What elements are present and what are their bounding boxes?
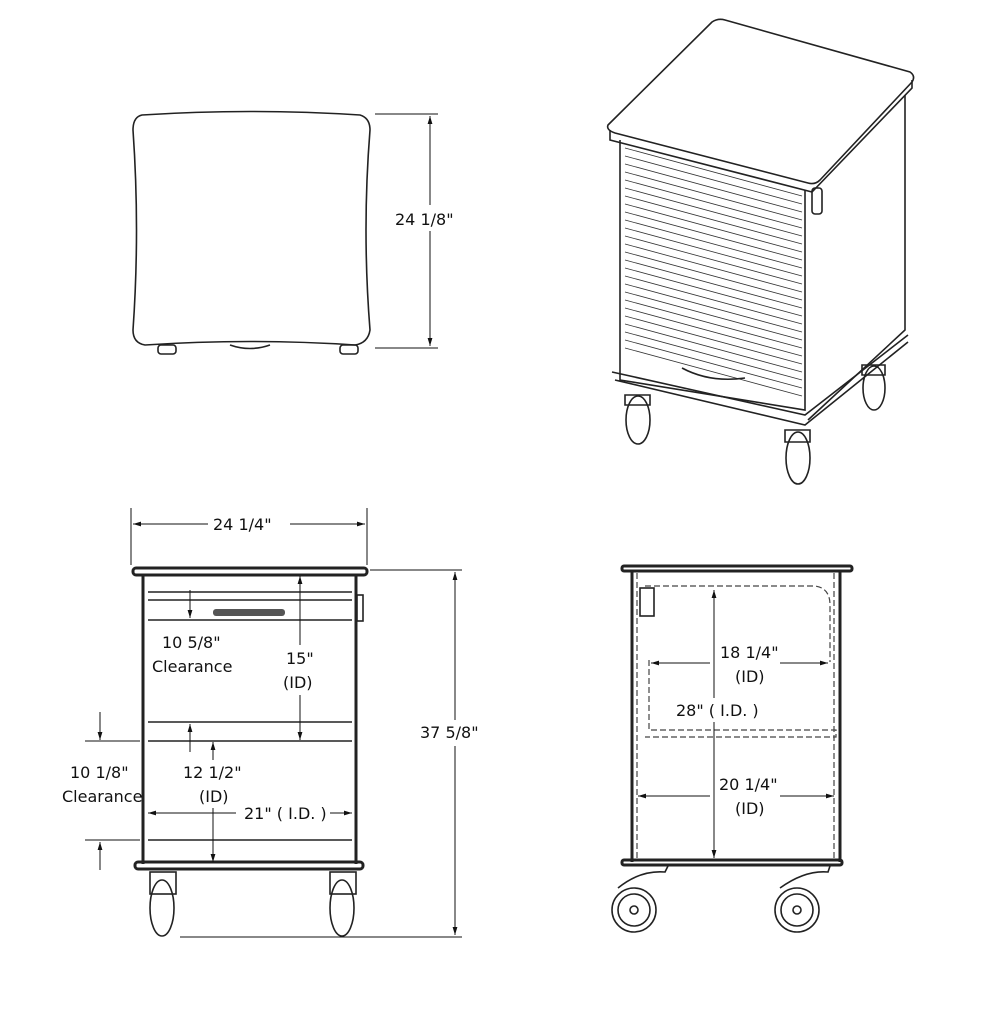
- latch: [356, 594, 364, 622]
- top-view: 24 1/8": [132, 110, 470, 355]
- casters: [624, 364, 886, 485]
- side-view: 18 1/4" (ID) 28" ( I.D. ) 20 1/4" (ID): [611, 564, 854, 933]
- inner-width-dimension: 21" ( I.D. ): [244, 804, 327, 823]
- upper-id-dimension: 15": [286, 649, 314, 668]
- lower-width-label: (ID): [735, 799, 765, 818]
- door-handle: [213, 609, 285, 616]
- upper-id-label: (ID): [283, 673, 313, 692]
- isometric-view: [606, 18, 915, 485]
- front-casters: [149, 871, 357, 937]
- lower-width-dimension: 20 1/4": [719, 775, 778, 794]
- depth-dimension: 24 1/8": [395, 210, 454, 229]
- front-view: 24 1/4" 15" (ID) 10 5/8" Clearance 12 1/…: [62, 508, 495, 938]
- lower-clearance-dimension: 10 1/8": [70, 763, 129, 782]
- door-handle: [681, 367, 746, 381]
- upper-width-dimension: 18 1/4": [720, 643, 779, 662]
- latch: [811, 187, 823, 215]
- upper-clearance-label: Clearance: [152, 657, 232, 676]
- lower-id-dimension: 12 1/2": [183, 763, 242, 782]
- upper-width-label: (ID): [735, 667, 765, 686]
- overall-height-dimension: 37 5/8": [420, 723, 479, 742]
- upper-clearance-dimension: 10 5/8": [162, 633, 221, 652]
- inner-height-dimension: 28" ( I.D. ): [676, 701, 759, 720]
- tambour-door-slats: [624, 147, 803, 397]
- latch: [639, 587, 655, 617]
- lower-clearance-label: Clearance: [62, 787, 142, 806]
- lower-id-label: (ID): [199, 787, 229, 806]
- width-dimension: 24 1/4": [213, 515, 272, 534]
- side-casters: [611, 865, 831, 933]
